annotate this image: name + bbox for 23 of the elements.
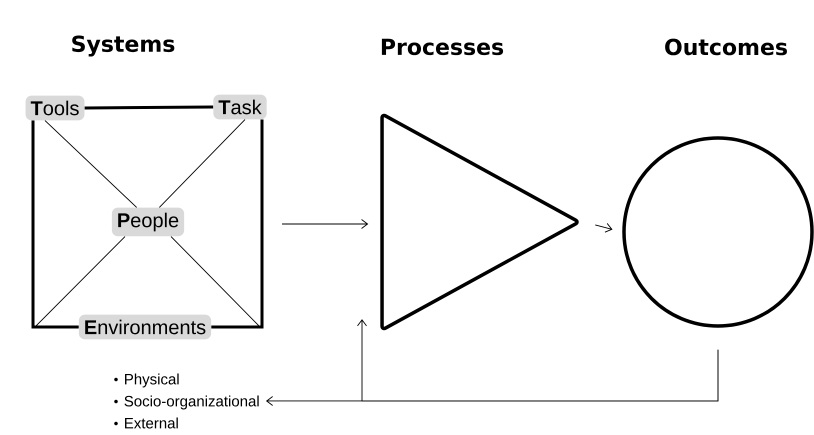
column-heading: Outcomes [665,38,787,56]
column-heading: Processes [382,38,504,56]
connector-line [211,120,264,328]
label-box: Task [213,94,267,120]
label-box: People [112,208,184,236]
arrow [357,319,718,402]
label-box: Environments [78,314,212,340]
bullet-list: Physical Socio-organizational External [114,373,259,428]
node-label: External [125,417,178,428]
arrow [282,219,368,229]
connector-line [32,120,79,328]
connector-line [84,105,214,110]
arrow [594,222,613,233]
connector-line [34,236,126,328]
column-heading: Systems [72,35,174,57]
label-box: Tools [26,96,84,120]
node-label: Socio-organizational [124,395,259,410]
connector-line [158,119,246,208]
node-label: Physical [125,373,179,388]
connector-line [44,120,138,208]
circle-shape [622,136,814,328]
connector-line [170,236,262,328]
triangle-shape [380,114,579,330]
